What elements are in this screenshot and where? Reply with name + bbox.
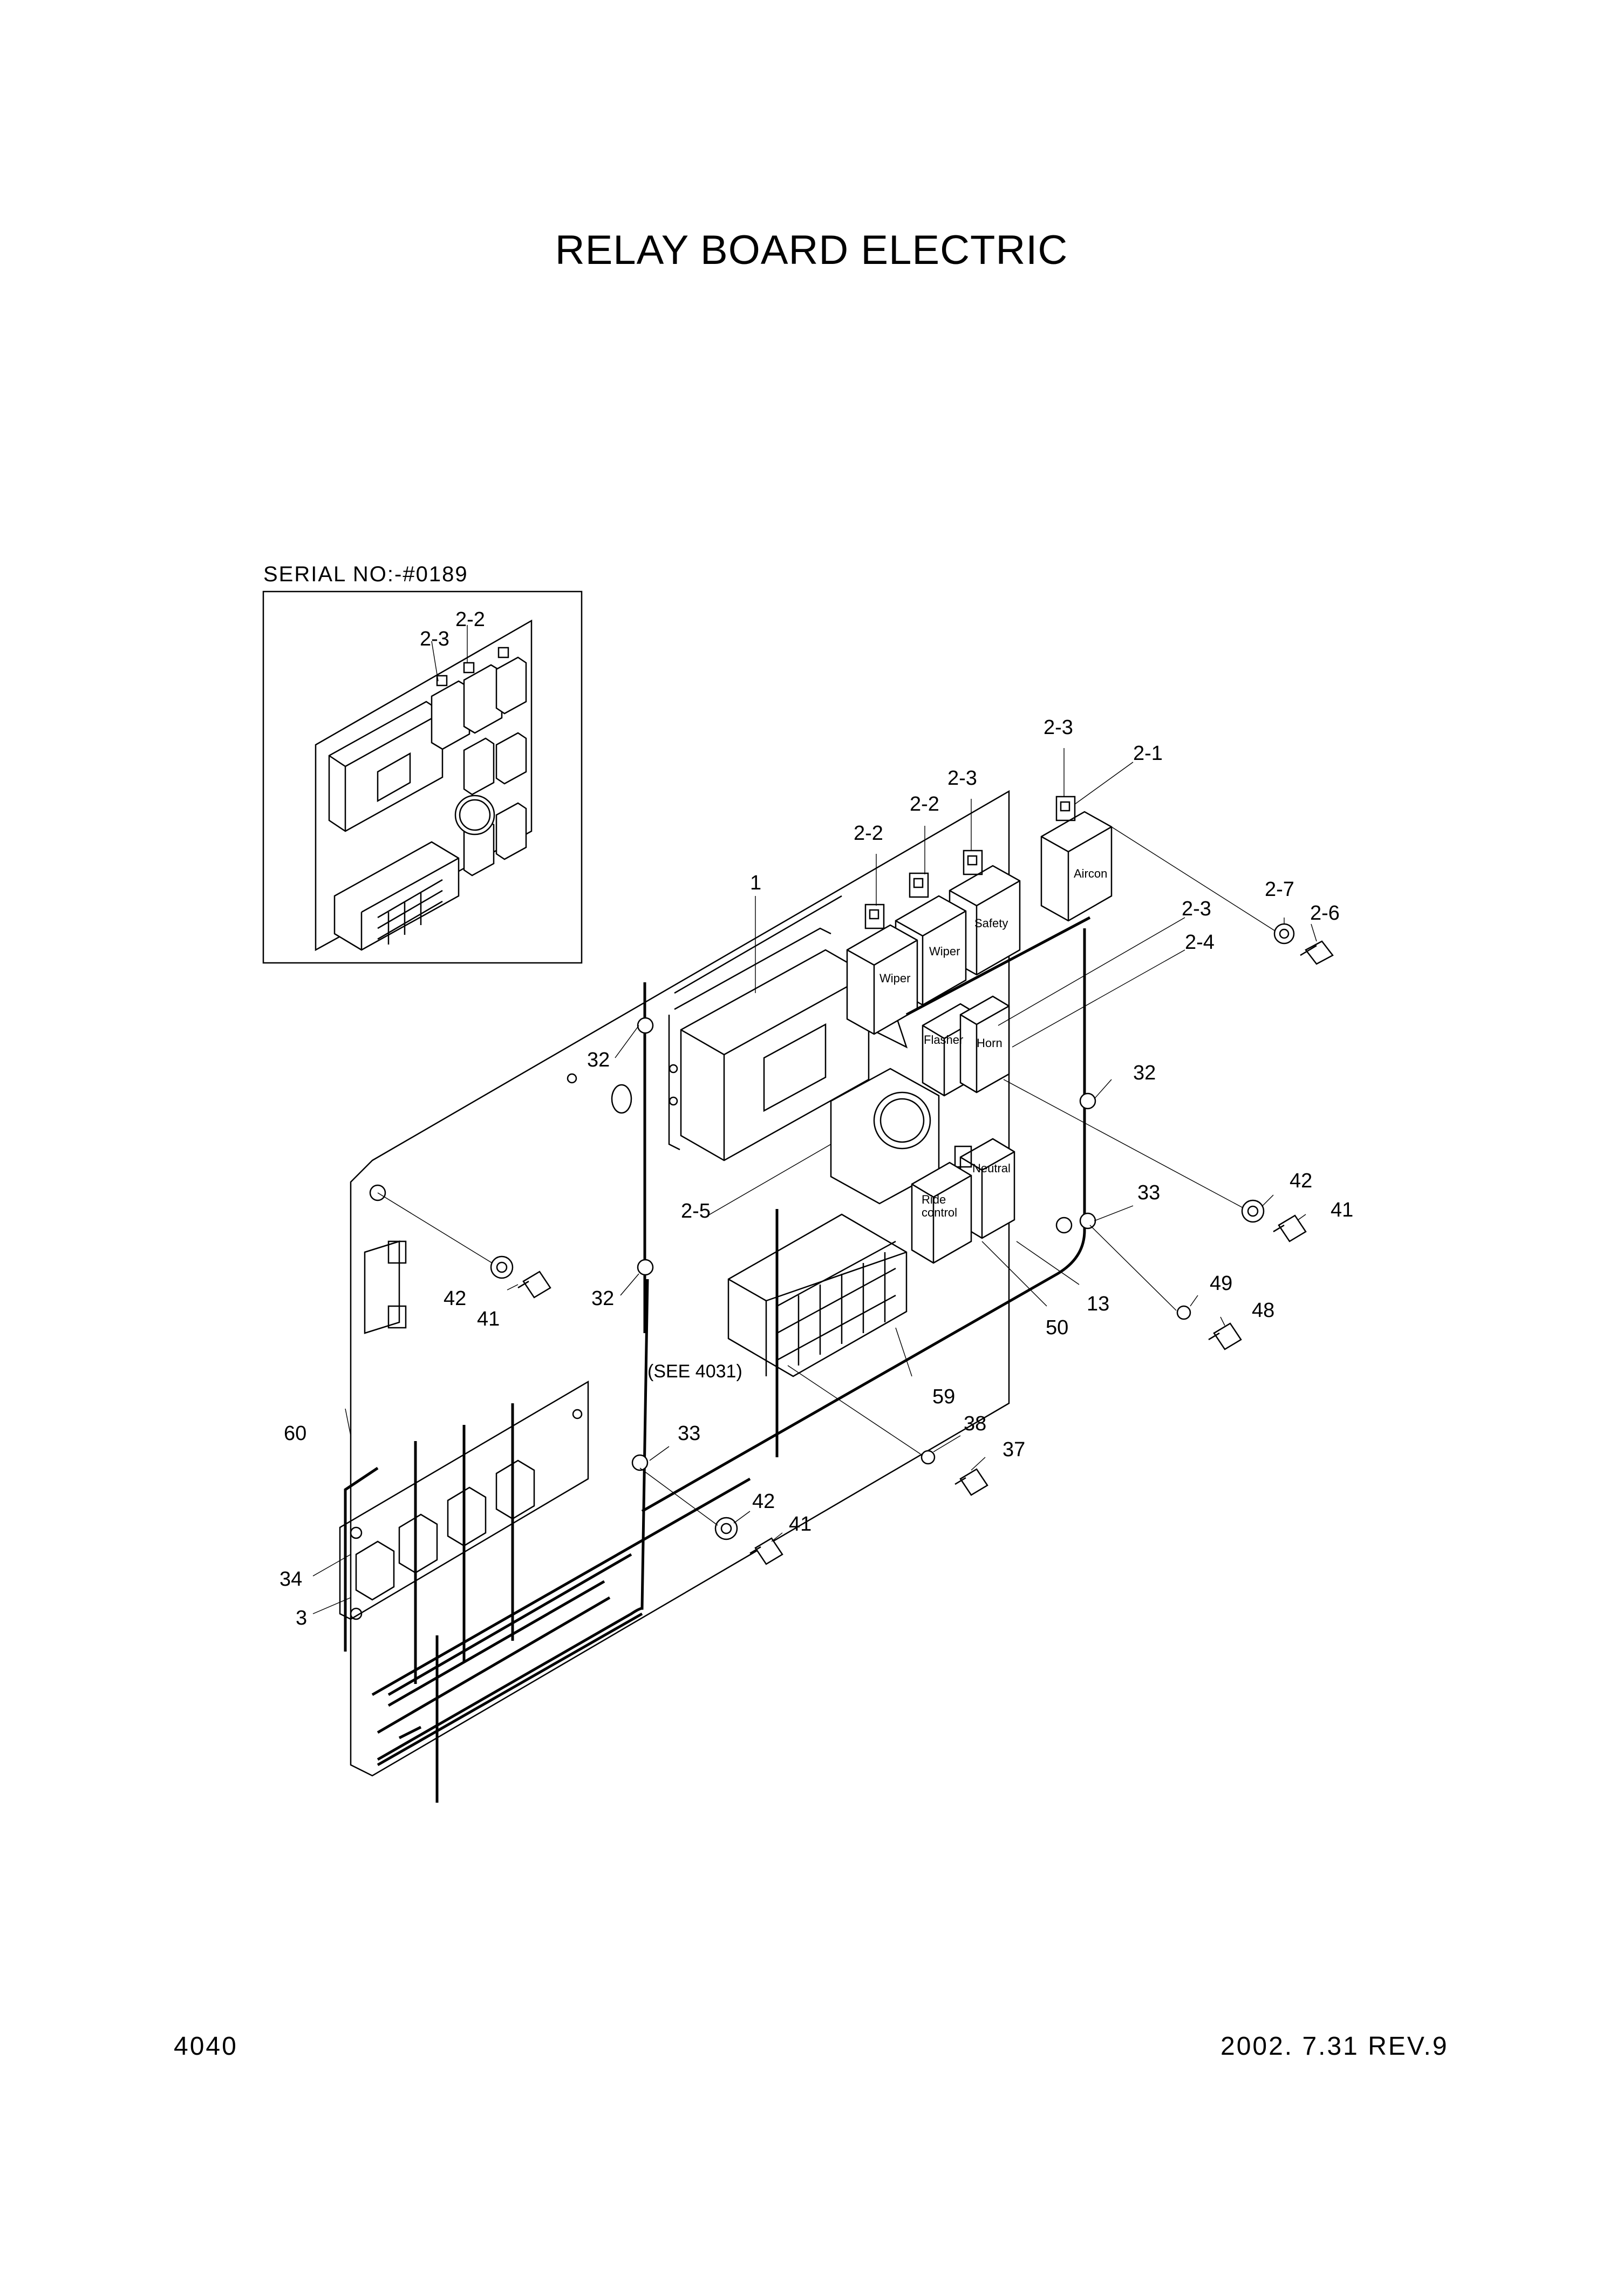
callout-2-3: 2-3 [1182, 898, 1211, 920]
serial-number-label: SERIAL NO:-#0189 [263, 562, 468, 586]
callout-see-4031: (SEE 4031) [647, 1361, 742, 1382]
callout-2-2: 2-2 [910, 793, 939, 816]
relay-label-neutral: Neutral [972, 1161, 1011, 1175]
callout-2-1: 2-1 [1133, 742, 1163, 765]
callout-2-3: 2-3 [1044, 716, 1073, 739]
callout-2-4: 2-4 [1185, 931, 1215, 954]
relay-label-horn: Horn [977, 1036, 1003, 1050]
callout-42: 42 [444, 1287, 466, 1310]
relay-label-safety: Safety [974, 916, 1008, 930]
callout-3: 3 [296, 1607, 307, 1629]
relay-label-flasher: Flasher [924, 1033, 963, 1047]
relay-board-plate [350, 790, 1073, 1777]
callout-inset-2-3: 2-3 [420, 628, 449, 650]
callout-48: 48 [1252, 1299, 1274, 1322]
wiring-harness [344, 916, 1091, 1803]
fasteners [490, 923, 1334, 1565]
callout-2-3: 2-3 [947, 767, 977, 790]
relay-label-wiper-2: Wiper [929, 945, 960, 958]
page-title: RELAY BOARD ELECTRIC [555, 227, 1068, 273]
callout-32: 32 [587, 1049, 610, 1071]
callout-41: 41 [789, 1513, 812, 1536]
left-bracket [364, 1240, 407, 1334]
callout-41: 41 [477, 1308, 500, 1330]
revision-date: 2002. 7.31 REV.9 [1220, 2032, 1449, 2061]
callout-32: 32 [1133, 1062, 1156, 1084]
wire-clamps [631, 1017, 1096, 1471]
callout-2-6: 2-6 [1310, 902, 1340, 925]
relay-label-wiper-1: Wiper [879, 972, 910, 985]
relay-label-aircon: Aircon [1074, 867, 1107, 880]
inset-panel [262, 590, 583, 964]
callout-42: 42 [1290, 1170, 1312, 1192]
callout-50: 50 [1046, 1316, 1068, 1339]
callout-38: 38 [964, 1412, 986, 1435]
callout-33: 33 [1137, 1181, 1160, 1204]
callout-59: 59 [932, 1385, 955, 1408]
callout-1: 1 [750, 872, 761, 894]
leader-lines [312, 748, 1317, 1614]
buzzer [830, 1013, 940, 1205]
callout-2-7: 2-7 [1265, 878, 1294, 901]
relays [846, 796, 1113, 1264]
callout-2-5: 2-5 [681, 1200, 711, 1222]
connector-block [727, 1213, 908, 1377]
callout-42: 42 [752, 1490, 775, 1513]
fuse-relay-plate [339, 1380, 589, 1620]
ecu-bracket [668, 1015, 680, 1151]
callout-37: 37 [1003, 1438, 1025, 1461]
callout-41: 41 [1331, 1199, 1353, 1221]
callout-inset-2-2: 2-2 [455, 608, 485, 631]
callout-13: 13 [1087, 1293, 1109, 1315]
page-number: 4040 [174, 2032, 238, 2061]
callout-60: 60 [284, 1422, 306, 1445]
callout-32: 32 [591, 1287, 614, 1310]
callout-34: 34 [279, 1568, 302, 1591]
callout-49: 49 [1210, 1272, 1232, 1295]
callout-33: 33 [678, 1422, 700, 1445]
callout-2-2: 2-2 [854, 822, 883, 845]
ecu-module [674, 927, 870, 1161]
